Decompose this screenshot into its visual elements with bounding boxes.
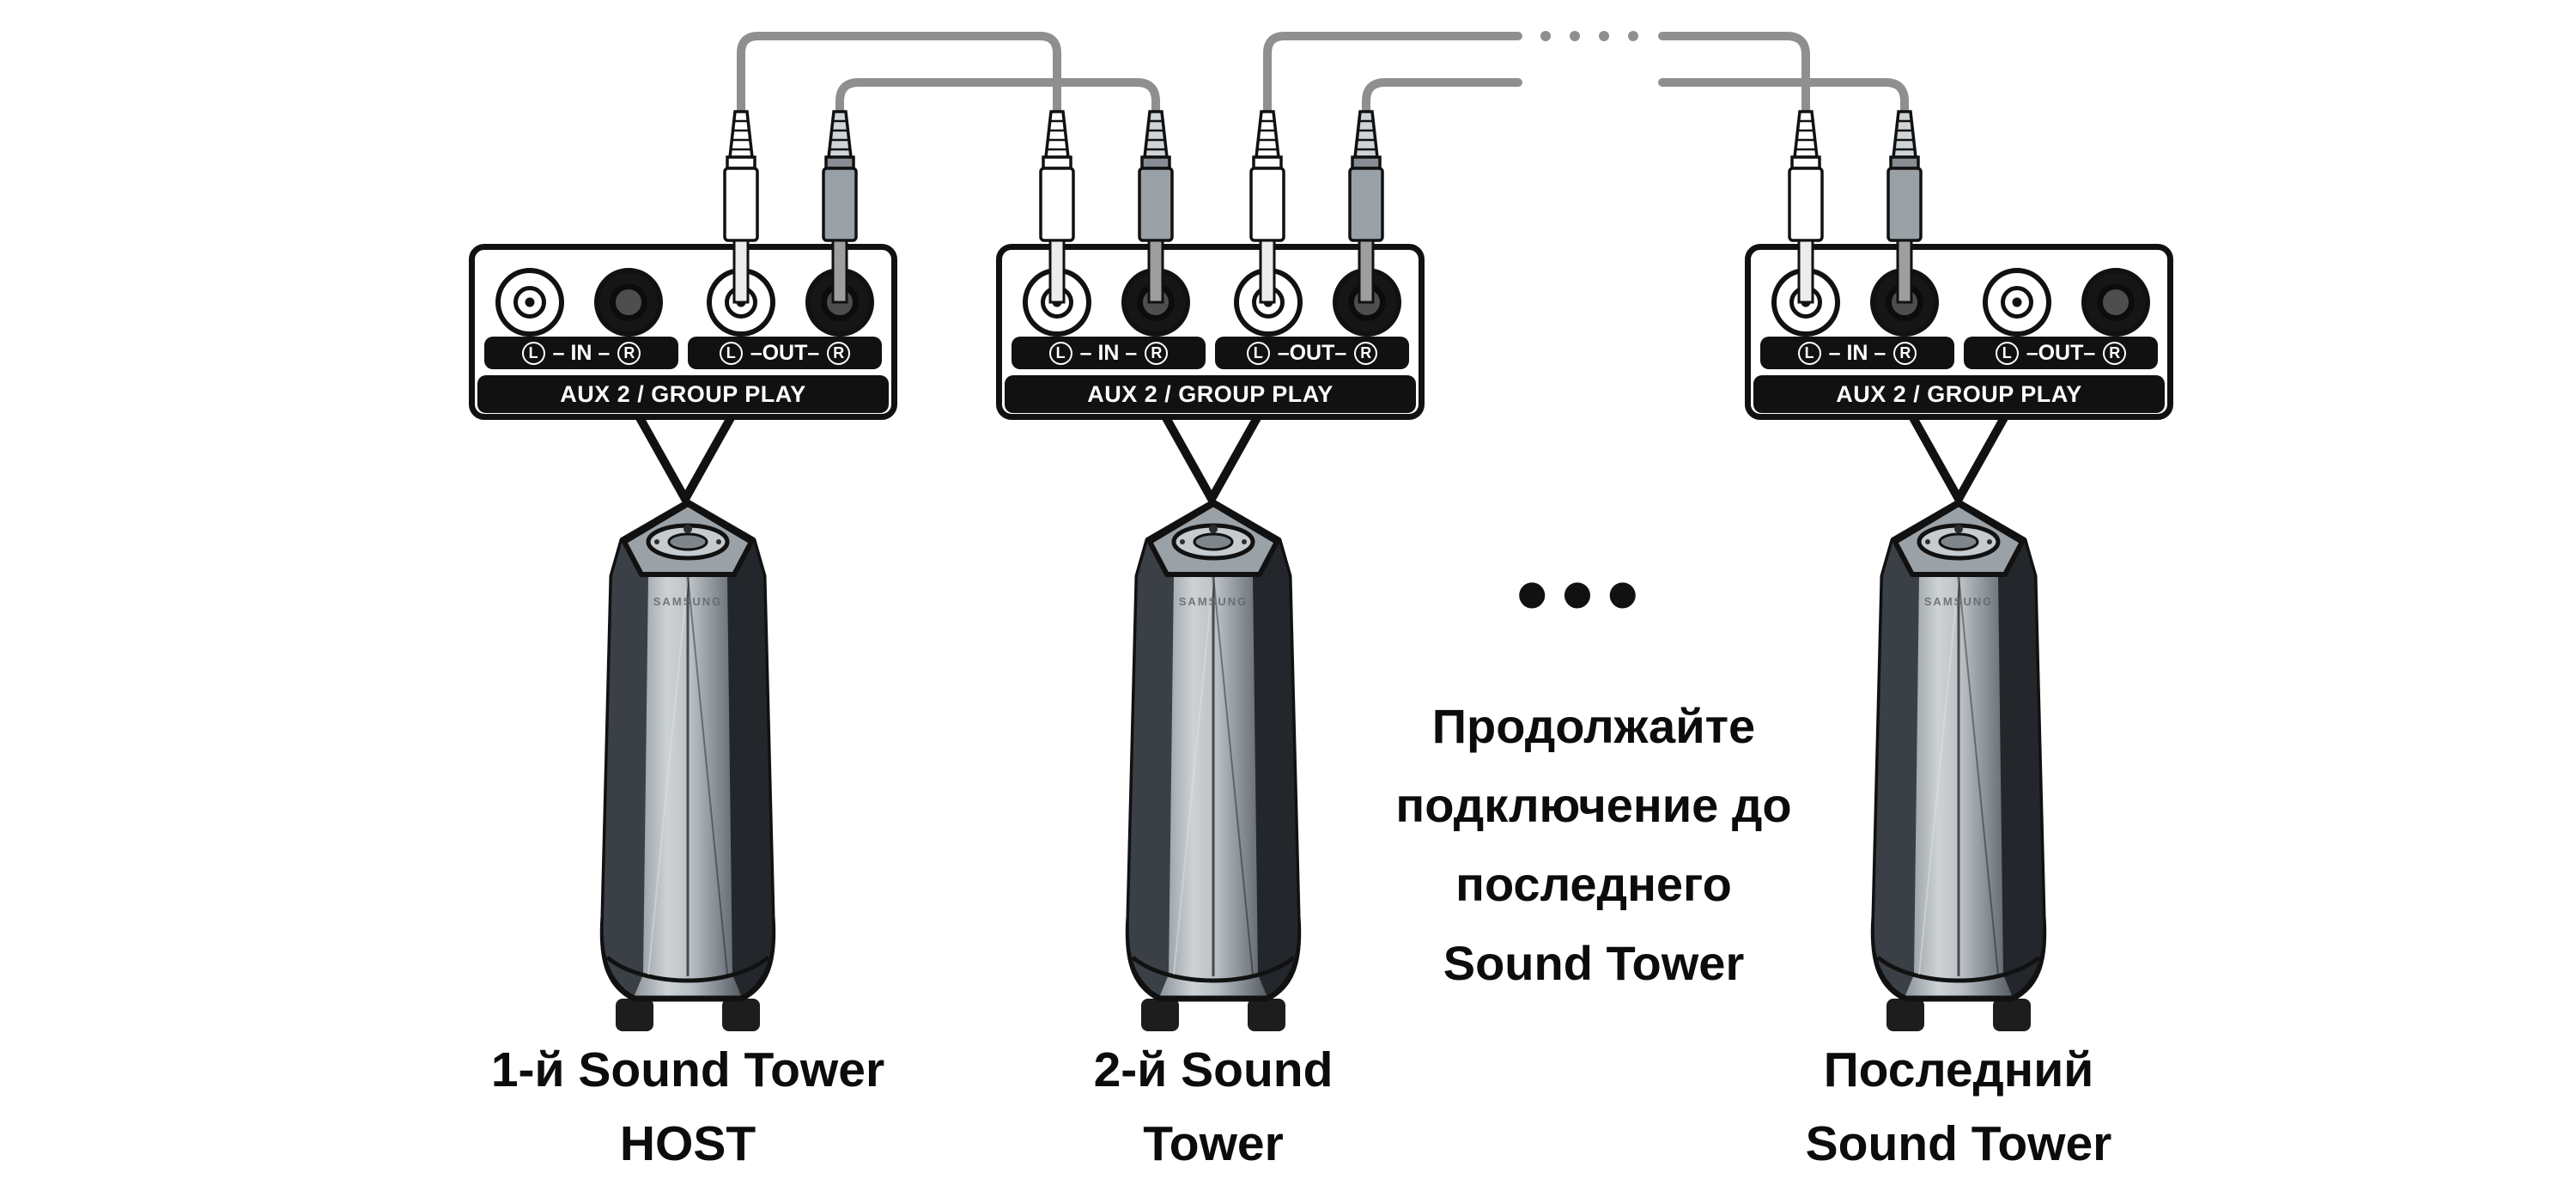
circled-r: R [827,341,851,365]
aux-group-play-label: AUX 2 / GROUP PLAY [1005,375,1416,413]
jack-out-r [2081,268,2150,337]
out-label: L –OUT– R [1964,337,2158,369]
in-text: – IN – [1079,340,1138,365]
cable-out1-to-in2-left [737,32,1061,125]
cable-in3-right-end [1658,78,1909,125]
caption-line: 2-й Sound [1093,1042,1334,1097]
tower-3-caption: Последний Sound Tower [1692,1033,2225,1181]
circled-r: R [1354,341,1378,365]
jack-in-r [594,268,663,337]
panel-pointer-1 [634,412,737,503]
panel-pointer-2 [1160,412,1263,503]
out-label: L –OUT– R [688,337,882,369]
circled-l: L [719,341,743,365]
out-text: –OUT– [2026,340,2096,365]
sound-tower-1 [559,494,817,1043]
in-text: – IN – [1828,340,1886,365]
circled-l: L [1995,341,2019,365]
rca-plug-r-icon [822,110,858,304]
rca-plug-l-icon [1788,110,1824,304]
circled-r: R [1893,341,1917,365]
sound-tower-2 [1084,494,1342,1043]
sound-tower-3 [1830,494,2087,1043]
tower-1-caption: 1-й Sound Tower HOST [422,1033,954,1181]
circled-r: R [2103,341,2127,365]
tower-2-caption: 2-й Sound Tower [947,1033,1479,1181]
connection-panel-1: L – IN – R L –OUT– R AUX 2 / GROUP PLAY [469,244,897,420]
cable-out2-left-start [1263,32,1522,125]
continuation-note: Продолжайте подключение до последнего So… [1327,687,1860,1003]
aux-group-play-label: AUX 2 / GROUP PLAY [477,375,889,413]
rca-plug-l-icon [723,110,759,304]
note-line: Sound Tower [1443,936,1745,990]
connection-panel-2: L – IN – R L –OUT– R AUX 2 / GROUP PLAY [996,244,1425,420]
out-label: L –OUT– R [1215,337,1409,369]
cable-out1-to-in2-right [835,78,1160,125]
brand-logo: SAMSUNG [1178,595,1249,608]
rca-plug-r-icon [1886,110,1923,304]
circled-l: L [1246,341,1270,365]
cable-continuation-dots [1540,31,1638,41]
in-label: L – IN – R [1760,337,1954,369]
caption-line: Tower [1143,1116,1284,1171]
in-text: – IN – [552,340,611,365]
circled-r: R [1145,341,1169,365]
circled-l: L [521,341,545,365]
rca-plug-l-icon [1249,110,1285,304]
brand-logo: SAMSUNG [1923,595,1994,608]
rca-plug-r-icon [1348,110,1384,304]
caption-line: Последний [1823,1042,2094,1097]
circled-r: R [617,341,641,365]
caption-line: HOST [619,1116,756,1171]
note-line: последнего [1455,857,1732,911]
brand-logo: SAMSUNG [653,595,723,608]
caption-line: 1-й Sound Tower [490,1042,885,1097]
jack-in-l [495,268,564,337]
connection-panel-3: L – IN – R L –OUT– R AUX 2 / GROUP PLAY [1745,244,2173,420]
caption-line: Sound Tower [1805,1116,2112,1171]
circled-l: L [1797,341,1821,365]
jack-out-l [1983,268,2051,337]
note-line: подключение до [1395,778,1792,832]
continuation-dots: ••• [1516,544,1653,645]
cable-out2-right-start [1362,78,1522,125]
note-line: Продолжайте [1431,699,1756,753]
cable-in3-left-end [1658,32,1810,125]
circled-l: L [1048,341,1072,365]
out-text: –OUT– [750,340,820,365]
in-label: L – IN – R [484,337,678,369]
out-text: –OUT– [1277,340,1347,365]
in-label: L – IN – R [1012,337,1206,369]
rca-plug-r-icon [1138,110,1174,304]
panel-pointer-3 [1907,412,2010,503]
rca-plug-l-icon [1039,110,1075,304]
aux-group-play-label: AUX 2 / GROUP PLAY [1753,375,2165,413]
